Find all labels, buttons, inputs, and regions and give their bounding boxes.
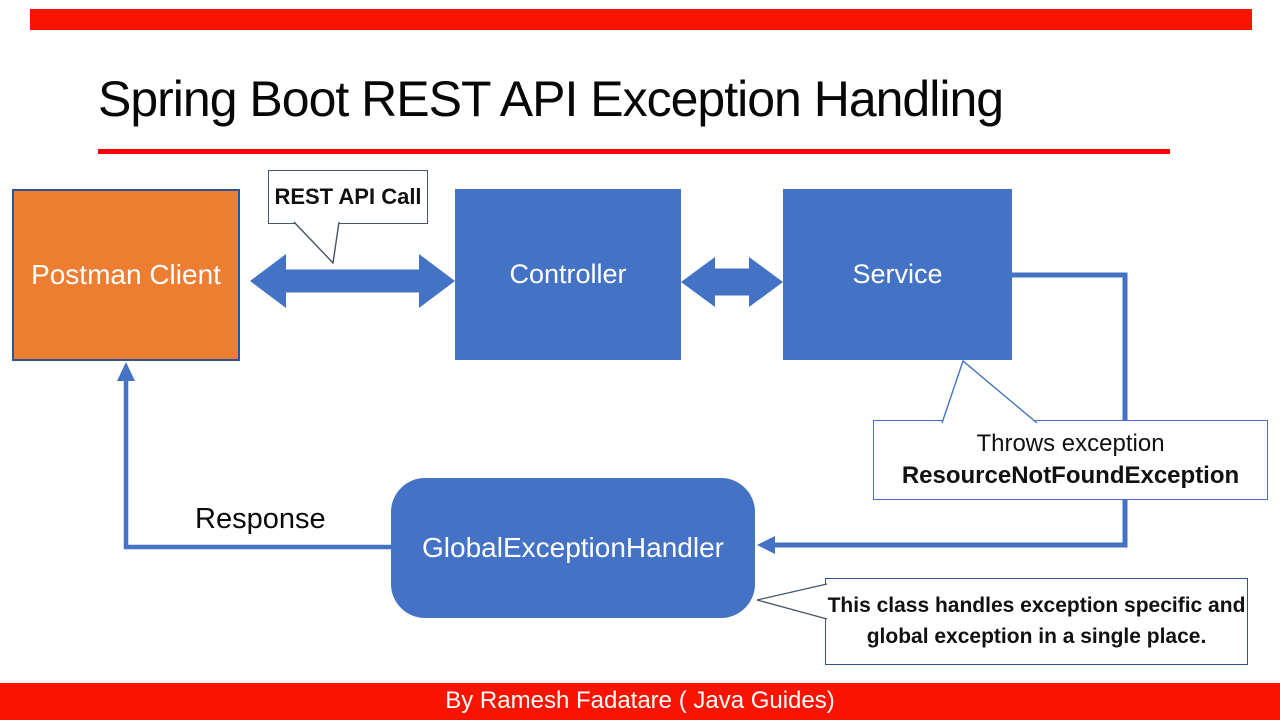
- callout-throws-line1: Throws exception: [976, 430, 1165, 457]
- node-service: Service: [783, 189, 1012, 360]
- callout-throws-line2: ResourceNotFoundException: [901, 462, 1240, 489]
- slide-title: Spring Boot REST API Exception Handling: [98, 71, 1004, 127]
- rest-callout-tail-icon: [293, 221, 340, 265]
- node-postman-client: Postman Client: [12, 189, 240, 361]
- arrowhead-into-handler-icon: [757, 536, 775, 554]
- callout-handles-line1: This class handles exception specific an…: [827, 594, 1246, 617]
- node-global-exception-handler-label: GlobalExceptionHandler: [422, 532, 724, 563]
- title-underline: [98, 149, 1170, 154]
- footer-credit: By Ramesh Fadatare ( Java Guides): [445, 687, 835, 714]
- node-controller-label: Controller: [509, 259, 627, 289]
- handles-callout-tail-icon: [756, 583, 828, 620]
- node-postman-client-label: Postman Client: [31, 259, 221, 290]
- double-arrow-controller-service-icon: [681, 257, 783, 307]
- arrowhead-into-postman-icon: [117, 362, 135, 381]
- node-service-label: Service: [852, 259, 943, 289]
- top-red-band: [30, 9, 1252, 30]
- callout-rest-api-call-label: REST API Call: [274, 184, 422, 209]
- response-label: Response: [195, 503, 326, 535]
- callout-rest-api-call: REST API Call: [268, 170, 428, 224]
- connector-service-to-handler: [774, 272, 1128, 548]
- node-global-exception-handler: GlobalExceptionHandler: [391, 478, 755, 618]
- footer-red-band: By Ramesh Fadatare ( Java Guides): [0, 683, 1280, 720]
- callout-handles-line2: global exception in a single place.: [866, 625, 1207, 648]
- connector-handler-to-postman: [123, 371, 391, 550]
- double-arrow-postman-controller-icon: [250, 254, 455, 308]
- callout-handles-exception: This class handles exception specific an…: [825, 578, 1248, 665]
- callout-throws-exception: Throws exception ResourceNotFoundExcepti…: [873, 420, 1268, 500]
- throws-callout-tail-icon: [941, 359, 1038, 424]
- node-controller: Controller: [455, 189, 681, 360]
